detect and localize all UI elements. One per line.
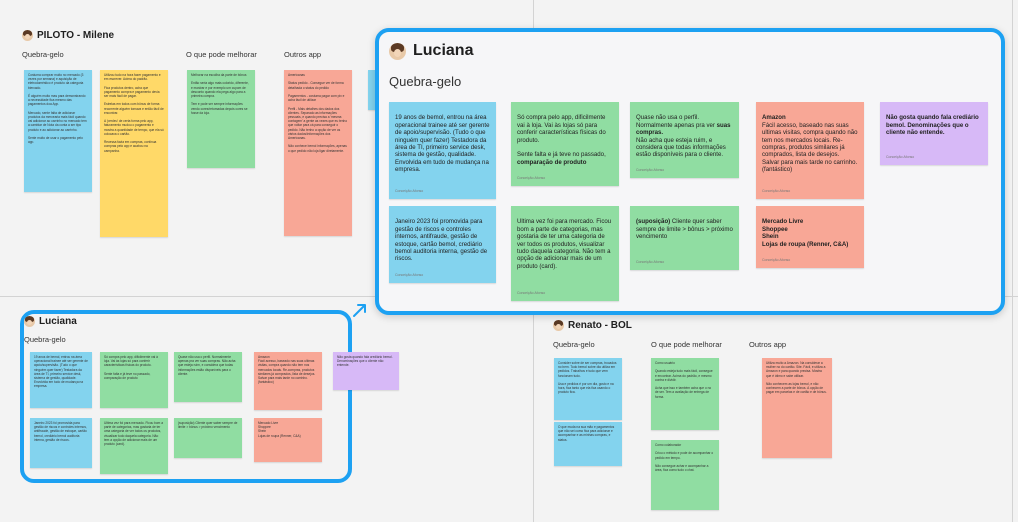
sticky-note[interactable]: Não gosta quando fala crediário bemol. D… — [333, 352, 399, 390]
sticky-author: Conceição Afonso — [762, 257, 791, 262]
sticky-note[interactable]: 19 anos de bemol, entrou na área operaci… — [30, 352, 92, 408]
zoomed-board-luciana[interactable]: Luciana Quebra-gelo 19 anos de bemol, en… — [375, 28, 1005, 315]
sticky-note[interactable]: Janeiro 2023 foi promovida para gestão d… — [389, 206, 496, 283]
board-title-renato: Renato - BOL — [553, 320, 632, 331]
board-title-text: Luciana — [413, 42, 474, 59]
sticky-text: Ultima vez foi para mercado. Ficou bom a… — [517, 218, 612, 270]
sticky-note[interactable]: Costuma comprar muito no mercado (3 veze… — [24, 70, 92, 192]
sticky-text: Quase não usa o perfil. Normalmente apen… — [636, 114, 717, 129]
sticky-note[interactable]: Amazon Fácil acesso, baseado nas suas ul… — [254, 352, 322, 410]
sticky-note[interactable]: Só compra pelo app, dificilmente vai à l… — [511, 102, 619, 186]
sticky-note[interactable]: 19 anos de bemol, entrou na área operaci… — [389, 102, 496, 199]
sticky-text: Cliente quer saber sempre de limite > bô… — [636, 218, 733, 241]
sticky-author: Conceição Afonso — [517, 290, 546, 295]
sticky-note[interactable]: Mercado Livre Shoppee Shein Lojas de rou… — [756, 206, 864, 268]
board-title-text: Luciana — [39, 316, 77, 327]
sticky-author: Conceição Afonso — [886, 154, 915, 159]
sticky-note[interactable]: Como usuário Quando esteja tudo mais fác… — [651, 358, 719, 430]
sticky-note[interactable]: Como colaborador Criou o método e pode d… — [651, 440, 719, 510]
sticky-note[interactable]: Melhorar na escolha da parte de bônus En… — [187, 70, 255, 168]
sticky-author: Conceição Afonso — [395, 272, 424, 277]
avatar — [24, 316, 35, 327]
sticky-text-bold: suas compras. — [636, 121, 731, 137]
sticky-author: Conceição Afonso — [395, 188, 424, 193]
sticky-note[interactable]: Mercado Livre Shoppee Shein Lojas de rou… — [254, 418, 322, 462]
sticky-text: Janeiro 2023 foi promovida para gestão d… — [395, 218, 488, 263]
sticky-title: Não gosta quando fala crediário bemol. D… — [886, 114, 979, 137]
board-title-text: PILOTO - Milene — [37, 30, 115, 41]
sticky-title: Mercado Livre Shoppee Shein Lojas de rou… — [762, 218, 849, 248]
sticky-author: Conceição Afonso — [636, 259, 665, 264]
sticky-note[interactable]: Consider sobre de ser compras, trocados … — [554, 358, 622, 420]
sticky-note[interactable]: (suposição) Cliente quer saber sempre de… — [630, 206, 739, 270]
selection-frame — [20, 310, 352, 483]
column-label: Outros app — [284, 50, 322, 59]
avatar — [553, 320, 564, 331]
sticky-note[interactable]: Janeiro 2023 foi promovida para gestão d… — [30, 418, 92, 468]
column-label: Outros app — [749, 340, 787, 349]
sticky-text: Fácil acesso, baseado nas suas ultimas v… — [762, 121, 858, 174]
zoom-arrow-icon — [353, 304, 366, 317]
sticky-author: Conceição Afonso — [517, 175, 546, 180]
column-label: Quebra-gelo — [389, 74, 462, 89]
sticky-text-bold: (suposição) — [636, 218, 671, 226]
sticky-note[interactable]: Só compra pelo app, dificilmente vai à l… — [100, 352, 168, 408]
avatar — [22, 30, 33, 41]
sticky-note[interactable]: Quase não usa o perfil. Normalmente apen… — [174, 352, 242, 402]
avatar — [389, 42, 406, 60]
board-title-luciana: Luciana — [24, 316, 77, 327]
sticky-text-bold: comparação de produto — [517, 158, 587, 166]
sticky-note[interactable]: Ultima vez foi para mercado. Ficou bom a… — [511, 206, 619, 301]
board-title-milene: PILOTO - Milene — [22, 30, 114, 41]
sticky-author: Conceição Afonso — [636, 167, 665, 172]
sticky-text: Só compra pelo app, dificilmente vai à l… — [517, 114, 606, 159]
board-title-text: Renato - BOL — [568, 320, 632, 331]
column-label: O que pode melhorar — [186, 50, 257, 59]
column-label: Quebra-gelo — [553, 340, 595, 349]
sticky-note[interactable]: Quase não usa o perfil. Normalmente apen… — [630, 102, 739, 178]
sticky-note[interactable]: O que muda na sua mão e pagamentos que n… — [554, 422, 622, 466]
sticky-note[interactable]: Amazon Fácil acesso, baseado nas suas ul… — [756, 102, 864, 199]
column-label: Quebra-gelo — [24, 335, 66, 344]
sticky-note[interactable]: Ultima vez foi para mercado. Ficou bom a… — [100, 418, 168, 474]
sticky-author: Conceição Afonso — [762, 188, 791, 193]
sticky-note[interactable] — [368, 70, 376, 110]
sticky-note[interactable]: Utiliza muito a Amazon. Na considerar a … — [762, 358, 832, 458]
sticky-note[interactable]: Não gosta quando fala crediário bemol. D… — [880, 102, 988, 165]
column-label: O que pode melhorar — [651, 340, 722, 349]
sticky-note[interactable]: Utilizou tudo na hora fazer pagamento e … — [100, 70, 168, 237]
sticky-title: Amazon — [762, 114, 786, 122]
board-divider — [1012, 0, 1013, 522]
sticky-text: Não acha que esteja ruim, e considera qu… — [636, 136, 726, 159]
sticky-note[interactable]: (suposição) Cliente quer saber sempre de… — [174, 418, 242, 458]
sticky-note[interactable]: Americanas Status pedido - Consegue ver … — [284, 70, 352, 236]
column-label: Quebra-gelo — [22, 50, 64, 59]
sticky-text: 19 anos de bemol, entrou na área operaci… — [395, 114, 490, 174]
board-title-luciana-zoom: Luciana — [389, 42, 473, 60]
